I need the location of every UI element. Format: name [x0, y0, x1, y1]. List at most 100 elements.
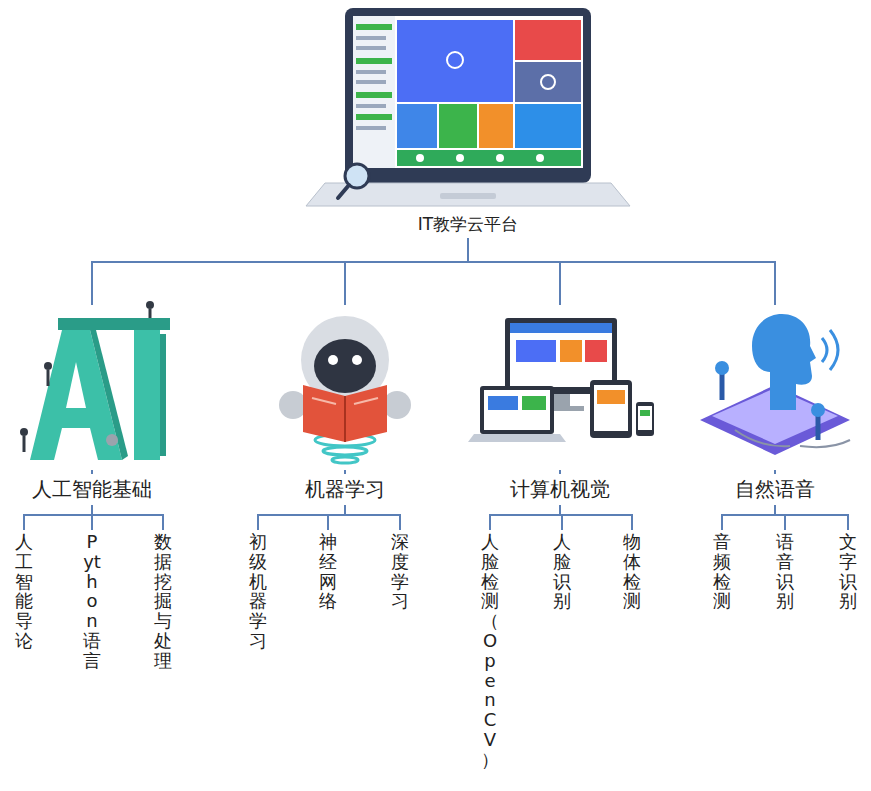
tree-connector [328, 505, 345, 530]
category-node: 自然语音 [731, 474, 819, 505]
topic-node: 文字识别 [838, 530, 858, 613]
node-label: 音频检测 [713, 532, 731, 611]
devices-illustration-part [516, 340, 556, 362]
topic-node: 人脸识别 [552, 530, 572, 613]
laptop-illustration-part [356, 58, 392, 64]
topic-node: 语音识别 [775, 530, 795, 613]
illustration-cover-part [7, 305, 177, 470]
robot-illustration-part [279, 391, 307, 419]
devices-illustration-part [560, 340, 582, 362]
laptop-illustration-part [496, 154, 504, 162]
laptop-illustration-part [356, 24, 392, 30]
speech-illustration [700, 314, 850, 455]
robot-illustration-part [354, 398, 378, 404]
laptop-illustration-part [515, 104, 581, 148]
devices-illustration-part [484, 390, 550, 430]
node-label: 文字识别 [839, 532, 857, 611]
topic-node: Python语言 [82, 530, 102, 673]
laptop-illustration-part [356, 46, 386, 50]
node-label: 计算机视觉 [510, 476, 610, 503]
speech-illustration-part [720, 372, 725, 400]
tree-connector [490, 505, 560, 530]
laptop-illustration-part [356, 114, 392, 120]
devices-illustration-part [640, 410, 650, 416]
robot-illustration-part [344, 396, 346, 442]
laptop-illustration-part [416, 154, 424, 162]
node-label: 深度学习 [391, 532, 409, 611]
robot-illustration-part [328, 355, 338, 365]
laptop-illustration [306, 8, 630, 206]
node-label: 初级机器学习 [249, 532, 267, 651]
illustration-cover-part [260, 305, 430, 470]
robot-illustration-part [312, 398, 336, 404]
node-label: 机器学习 [305, 476, 385, 503]
laptop-illustration-part [353, 16, 395, 168]
robot-illustration-part [303, 385, 387, 442]
devices-illustration-part [638, 406, 652, 430]
ai-illustration [20, 301, 170, 460]
ai-illustration-part [44, 362, 52, 370]
ai-illustration-part [149, 309, 152, 318]
tree-connector [560, 505, 632, 530]
devices-illustration [468, 318, 654, 442]
tree-connector [92, 505, 163, 530]
devices-illustration-part [480, 386, 554, 434]
laptop-illustration-part [439, 104, 477, 148]
laptop-illustration-part [515, 62, 581, 102]
laptop-illustration-part [345, 8, 591, 183]
ai-illustration-part [134, 330, 160, 460]
laptop-illustration-part [397, 150, 581, 166]
tree-connector [92, 238, 468, 474]
devices-illustration-part [522, 396, 546, 410]
illustration-cover-part [690, 305, 860, 470]
ai-illustration-part [146, 301, 154, 309]
laptop-illustration-part [456, 154, 464, 162]
devices-illustration-part [594, 385, 628, 431]
robot-illustration-part [332, 457, 358, 463]
tree-connector [775, 505, 848, 530]
speech-illustration-part [816, 414, 821, 440]
tree-connector [722, 505, 775, 530]
ai-illustration-part [90, 330, 128, 460]
speech-illustration-part [830, 330, 838, 370]
topic-node: 音频检测 [712, 530, 732, 613]
ai-illustration-part [20, 428, 28, 436]
ai-illustration-part [23, 436, 26, 452]
category-node: 人工智能基础 [28, 474, 156, 505]
robot-illustration-part [314, 339, 376, 393]
robot-illustration-part [352, 355, 362, 365]
laptop-illustration-part [338, 185, 349, 198]
tree-connector [24, 505, 92, 530]
devices-illustration-part [585, 340, 607, 362]
laptop-illustration-part [356, 70, 386, 74]
ai-illustration-part [47, 370, 50, 386]
laptop-illustration-part [356, 92, 392, 98]
illustration-cover-part [470, 305, 650, 470]
speech-illustration-part [811, 403, 825, 417]
laptop-illustration-part [397, 104, 437, 148]
laptop-illustration-part [356, 36, 386, 40]
laptop-illustration-part [356, 80, 386, 84]
devices-illustration-part [636, 402, 654, 436]
laptop-illustration-part [515, 20, 581, 60]
ai-illustration-part [160, 334, 166, 456]
ai-illustration-part [106, 434, 118, 446]
devices-illustration-part [597, 390, 625, 404]
laptop-illustration-part [397, 20, 513, 102]
speech-illustration-part [800, 440, 850, 447]
devices-illustration-part [510, 323, 612, 387]
topic-node: 深度学习 [390, 530, 410, 613]
node-label: Python语言 [83, 532, 101, 671]
node-label: 物体检测 [623, 532, 641, 611]
tree-connector [258, 505, 345, 530]
tree-connector [345, 505, 400, 530]
robot-illustration-part [383, 391, 411, 419]
node-label: 语音识别 [776, 532, 794, 611]
laptop-illustration-part [440, 193, 496, 199]
node-label: 神经网络 [319, 532, 337, 611]
laptop-illustration-part [356, 104, 386, 108]
node-label: 人脸检测（OpenCV） [481, 532, 499, 770]
devices-illustration-part [590, 380, 632, 438]
